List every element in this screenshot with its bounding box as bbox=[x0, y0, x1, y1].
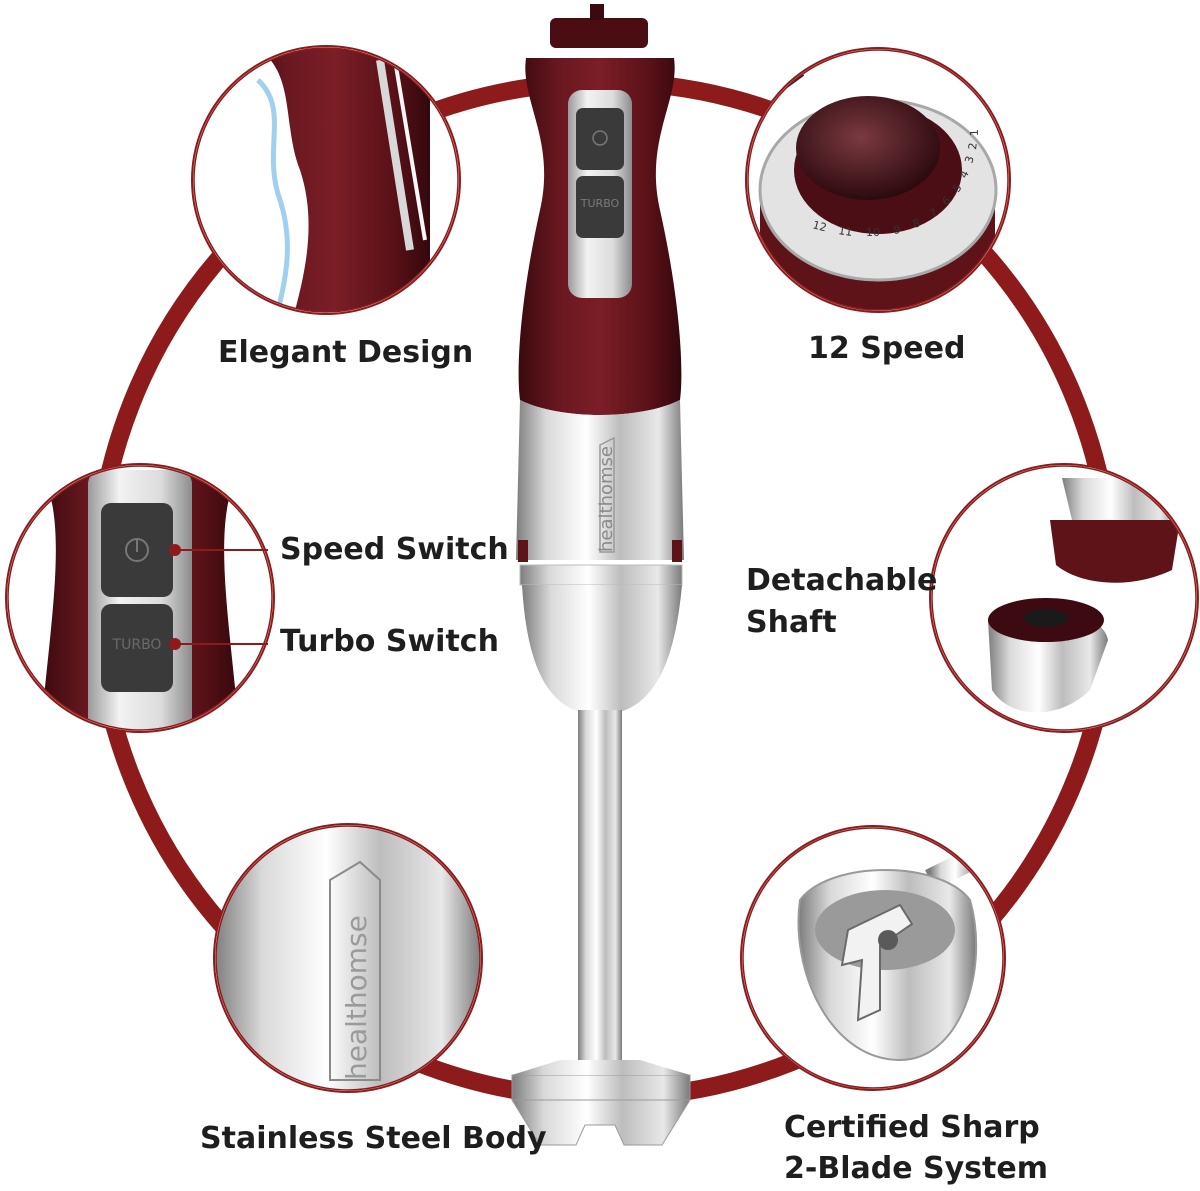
dial-number-3: 3 bbox=[962, 155, 976, 165]
speed-dial-cap bbox=[550, 18, 648, 48]
switch-closeup: TURBO bbox=[5, 463, 275, 733]
label-detachable-shaft: Detachable Shaft bbox=[746, 560, 937, 644]
label-elegant-design: Elegant Design bbox=[218, 335, 474, 370]
dial-number-10: 10 bbox=[866, 226, 880, 239]
blade-closeup bbox=[740, 825, 1006, 1091]
stainless-logo-text: healthomse bbox=[340, 915, 373, 1080]
blender-shaft bbox=[578, 710, 622, 1060]
label-detachable-shaft-line2: Shaft bbox=[746, 605, 837, 640]
blender-turbo-label: TURBO bbox=[580, 197, 620, 210]
turbo-button-label: TURBO bbox=[112, 637, 162, 653]
detachable-shaft-closeup bbox=[929, 463, 1199, 733]
label-turbo-switch: Turbo Switch bbox=[280, 624, 499, 659]
speed-dial-closeup: 12 11 10 9 8 7 6 5 4 3 2 1 bbox=[745, 47, 1011, 313]
blender-logo-text: healthomse bbox=[596, 446, 617, 552]
turbo-button[interactable] bbox=[576, 176, 624, 238]
elegant-design-closeup bbox=[191, 45, 461, 315]
dial-number-9: 9 bbox=[893, 223, 902, 237]
label-speed-switch: Speed Switch bbox=[280, 532, 509, 567]
dial-number-8: 8 bbox=[911, 216, 921, 230]
label-certified-sharp-line1: Certified Sharp bbox=[784, 1110, 1040, 1145]
dial-number-12: 12 bbox=[811, 218, 828, 234]
dial-number-2: 2 bbox=[966, 142, 980, 150]
speed-button[interactable] bbox=[576, 108, 624, 170]
stainless-body-closeup: healthomse bbox=[213, 823, 483, 1093]
dial-number-11: 11 bbox=[838, 224, 854, 239]
label-detachable-shaft-line1: Detachable bbox=[746, 563, 938, 598]
hand-blender bbox=[511, 4, 691, 1146]
dial-number-1: 1 bbox=[968, 129, 981, 136]
label-stainless-steel-body: Stainless Steel Body bbox=[200, 1121, 547, 1156]
dial-number-4: 4 bbox=[957, 168, 972, 180]
label-12-speed: 12 Speed bbox=[808, 331, 966, 366]
label-certified-sharp: Certified Sharp 2-Blade System bbox=[784, 1108, 1048, 1189]
speed-dial-numbers: 12 11 10 9 8 7 6 5 4 3 2 1 bbox=[811, 129, 981, 239]
label-certified-sharp-line2: 2-Blade System bbox=[784, 1150, 1048, 1186]
